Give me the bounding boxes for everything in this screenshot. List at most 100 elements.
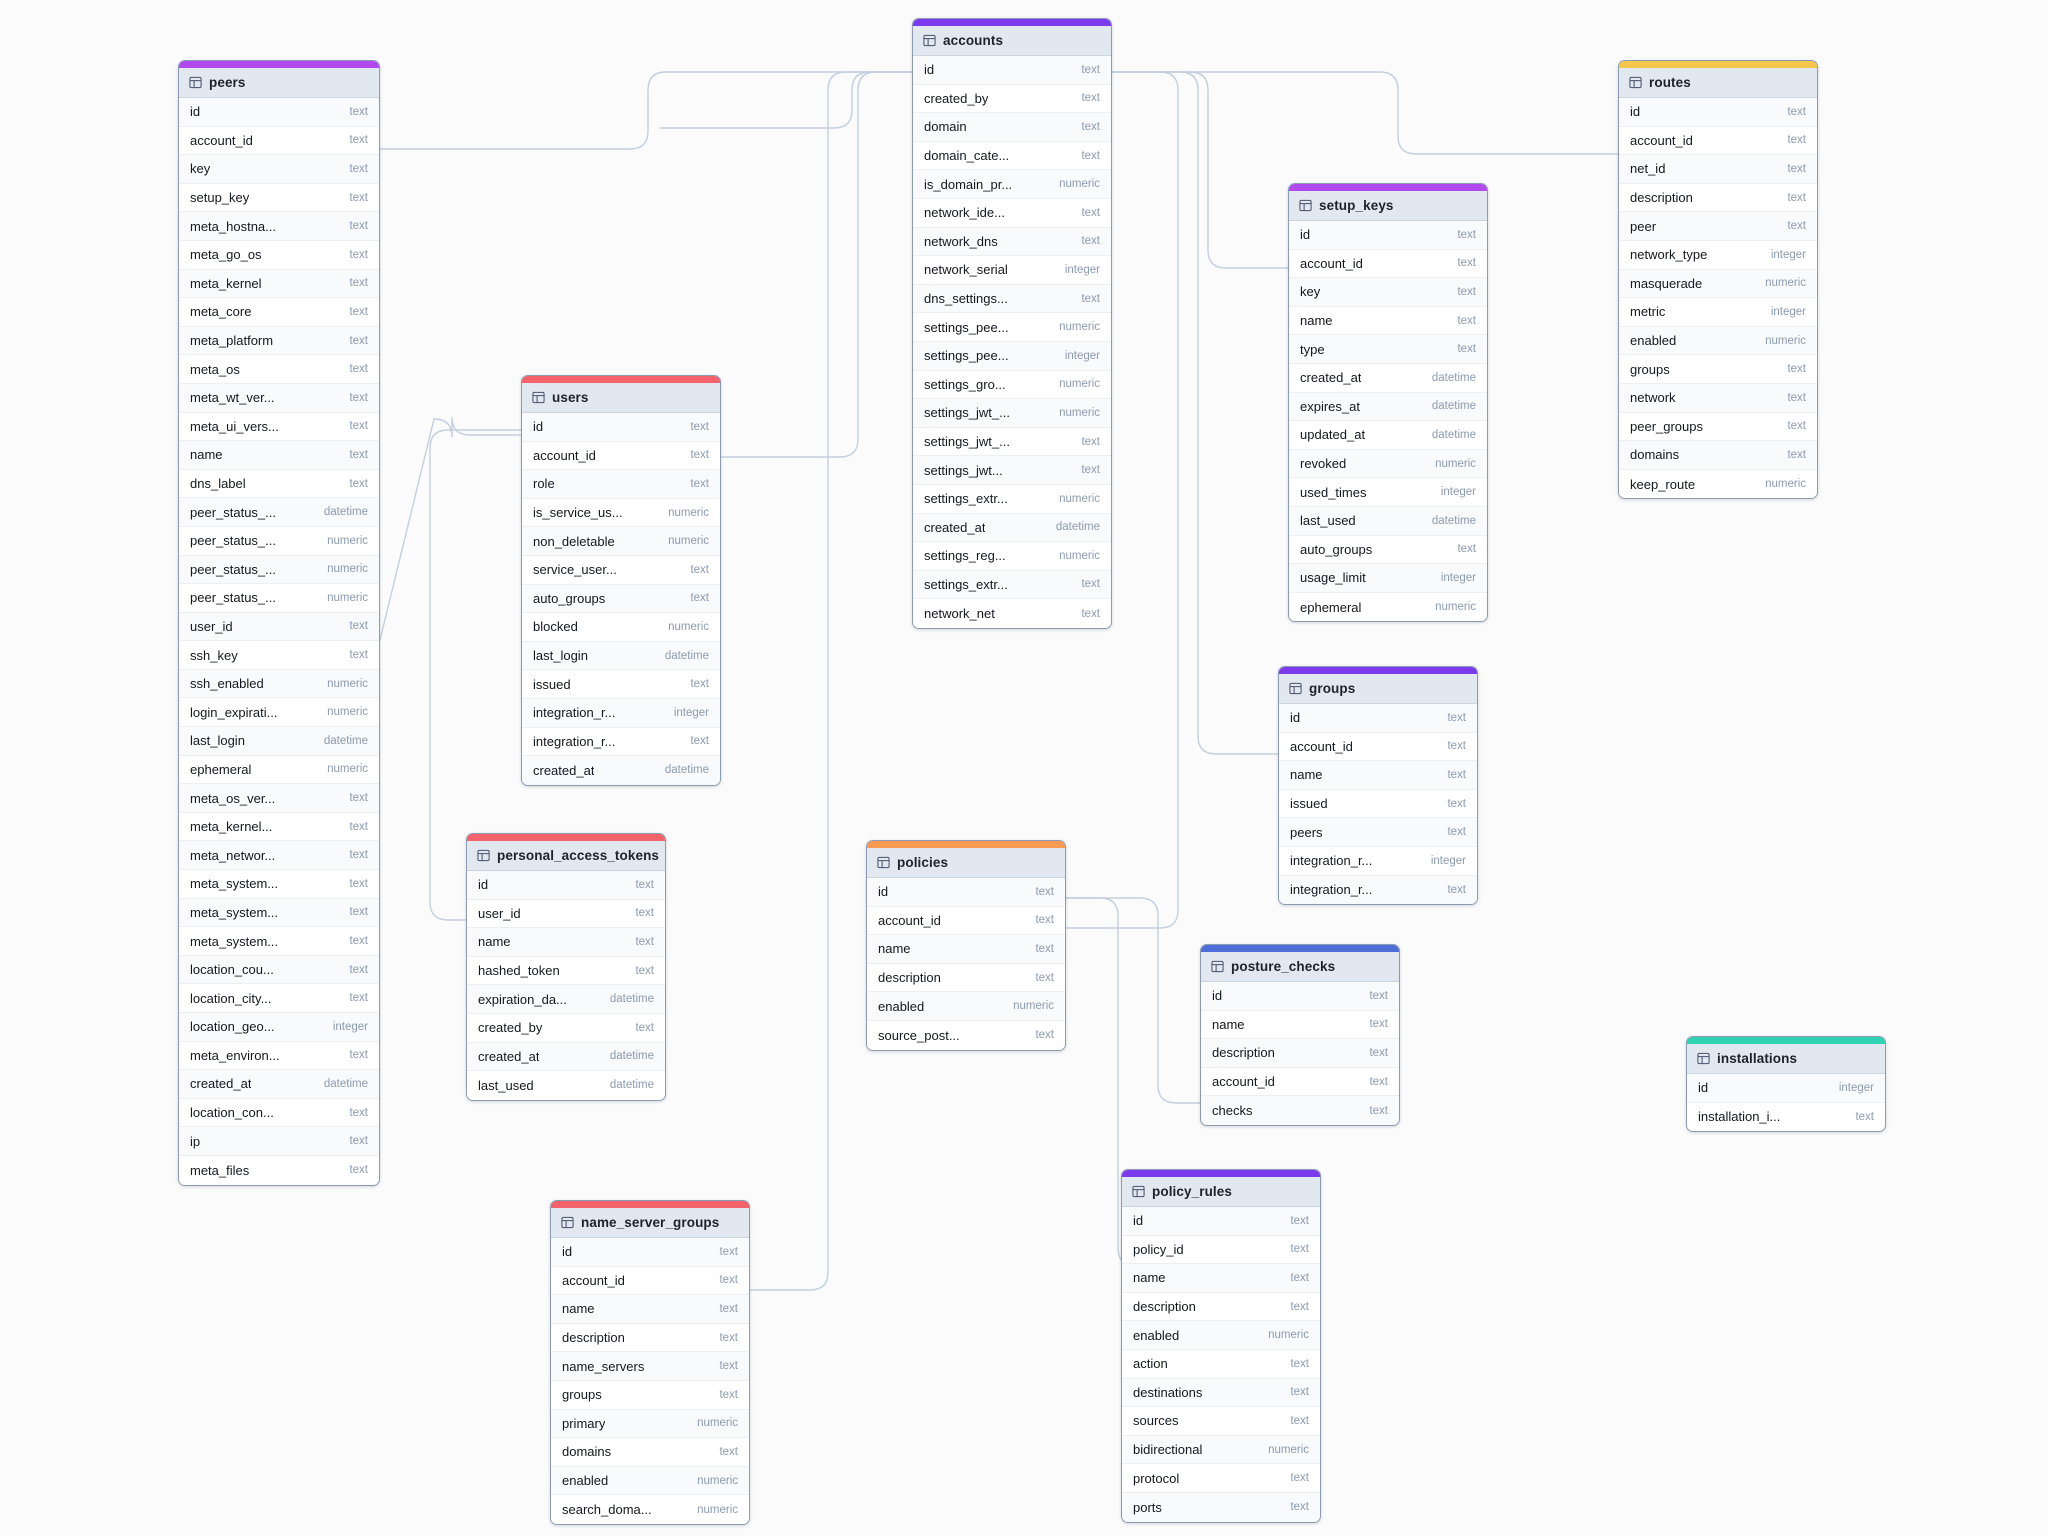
column-row[interactable]: integration_r...integer: [1279, 846, 1477, 876]
column-row[interactable]: location_geo...integer: [179, 1013, 379, 1042]
column-row[interactable]: settings_extr...text: [913, 570, 1111, 600]
table-header-posture_checks[interactable]: posture_checks: [1201, 952, 1399, 982]
table-header-policies[interactable]: policies: [867, 848, 1065, 878]
column-row[interactable]: peer_status_...numeric: [179, 526, 379, 556]
column-row[interactable]: login_expirati...numeric: [179, 698, 379, 728]
column-row[interactable]: settings_pee...integer: [913, 341, 1111, 371]
column-row[interactable]: integration_r...text: [522, 727, 720, 757]
column-row[interactable]: meta_system...text: [179, 870, 379, 899]
column-row[interactable]: settings_jwt_...numeric: [913, 399, 1111, 428]
table-header-setup_keys[interactable]: setup_keys: [1289, 191, 1487, 221]
column-row[interactable]: network_ide...text: [913, 198, 1111, 228]
table-header-groups[interactable]: groups: [1279, 674, 1477, 704]
column-row[interactable]: location_cou...text: [179, 955, 379, 985]
column-row[interactable]: peer_status_...numeric: [179, 555, 379, 585]
table-header-users[interactable]: users: [522, 383, 720, 413]
column-row[interactable]: settings_extr...numeric: [913, 484, 1111, 514]
column-row[interactable]: settings_pee...numeric: [913, 313, 1111, 342]
column-row[interactable]: is_domain_pr...numeric: [913, 170, 1111, 199]
column-row[interactable]: meta_environ...text: [179, 1041, 379, 1071]
column-row[interactable]: integration_r...text: [1279, 875, 1477, 905]
column-row[interactable]: location_city...text: [179, 984, 379, 1013]
table-header-installations[interactable]: installations: [1687, 1044, 1885, 1074]
column-row[interactable]: settings_jwt_...text: [913, 427, 1111, 457]
column-row[interactable]: service_user...text: [522, 555, 720, 585]
column-row[interactable]: meta_system...text: [179, 927, 379, 956]
column-row[interactable]: is_service_us...numeric: [522, 498, 720, 528]
table-header-name_server_groups[interactable]: name_server_groups: [551, 1208, 749, 1238]
column-row[interactable]: peer_status_...numeric: [179, 584, 379, 613]
column-row[interactable]: location_con...text: [179, 1098, 379, 1128]
column-row[interactable]: settings_reg...numeric: [913, 542, 1111, 571]
table-header-routes[interactable]: routes: [1619, 68, 1817, 98]
